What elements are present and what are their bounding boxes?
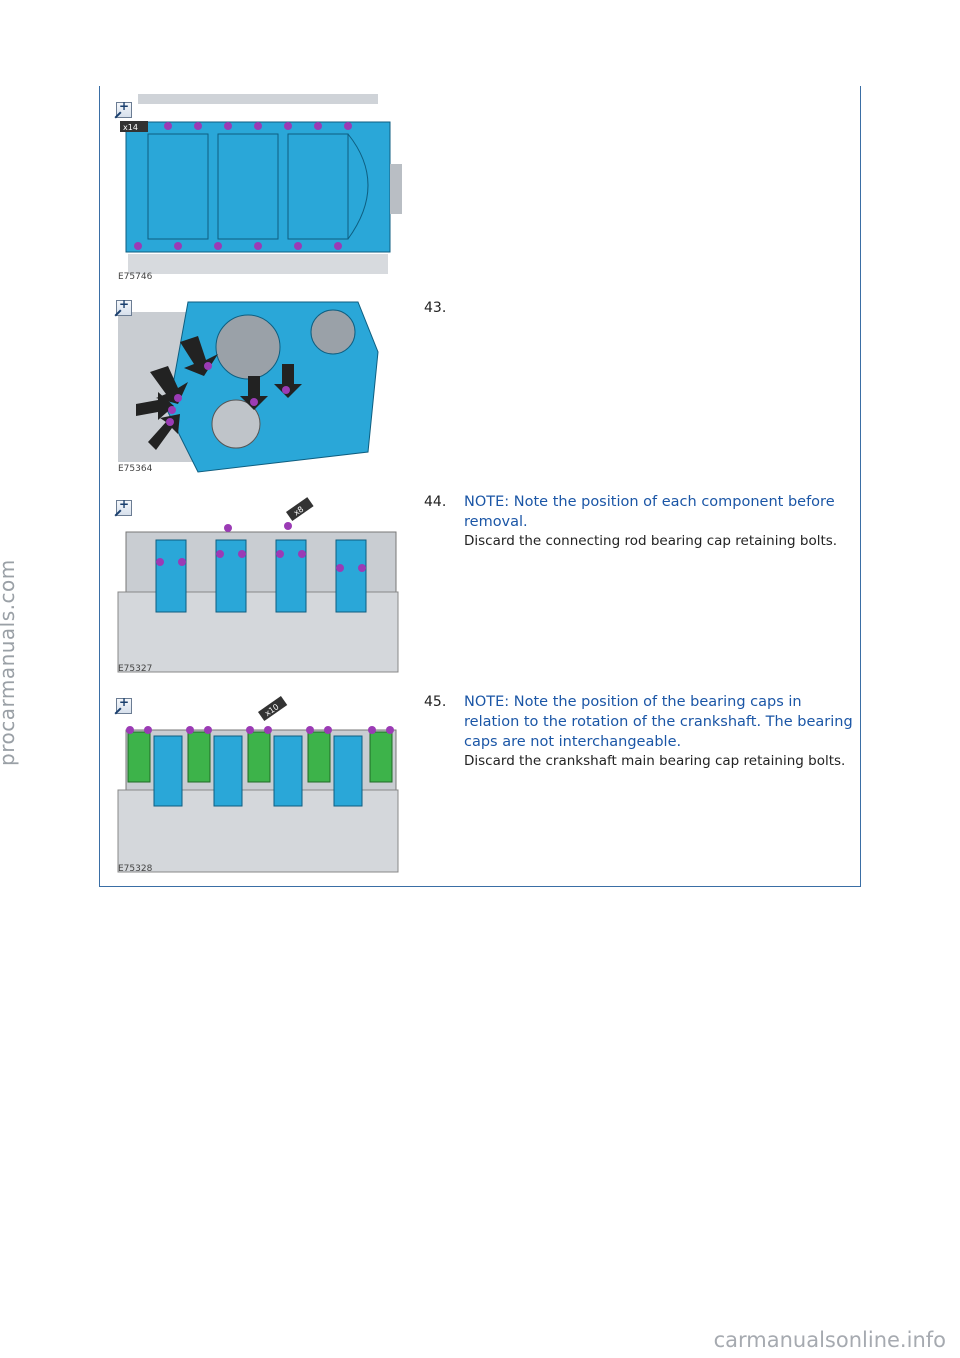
procedure-row-1: x14 E75746 <box>100 86 860 282</box>
figure-3[interactable]: x8 E75327 <box>108 492 404 678</box>
zoom-icon[interactable] <box>116 497 132 516</box>
step-number: 45. <box>424 694 447 710</box>
step-text: NOTE: Note the position of each componen… <box>464 492 854 551</box>
bottom-watermark: carmanualsonline.info <box>713 1328 946 1352</box>
front-cover-illustration <box>118 301 379 473</box>
callout-count: x14 <box>123 123 138 132</box>
step-number: 44. <box>424 494 447 510</box>
procedure-row-4: x10 E75328 45. NOTE: Note the position o… <box>100 686 860 882</box>
step-number: 43. <box>424 300 447 316</box>
step-body: Discard the crankshaft main bearing cap … <box>464 753 846 769</box>
figure-4[interactable]: x10 E75328 <box>108 690 404 878</box>
step-note: NOTE: Note the position of the bearing c… <box>464 694 853 750</box>
figure-code: E75746 <box>118 272 153 282</box>
figure-1[interactable]: x14 E75746 <box>108 94 404 282</box>
zoom-icon[interactable] <box>116 695 132 714</box>
connecting-rod-illustration: x8 <box>117 497 399 673</box>
figure-2[interactable]: E75364 <box>108 292 404 478</box>
zoom-icon[interactable] <box>116 297 132 316</box>
figure-code: E75364 <box>118 464 153 474</box>
figure-code: E75328 <box>118 864 153 874</box>
procedure-table: x14 E75746 <box>99 86 861 887</box>
figure-code: E75327 <box>118 664 153 674</box>
step-note: NOTE: Note the position of each componen… <box>464 494 835 530</box>
step-body: Discard the connecting rod bearing cap r… <box>464 533 838 549</box>
main-bearing-illustration: x10 <box>117 695 399 873</box>
procedure-row-3: x8 E75327 44. NOTE: Note the position of… <box>100 486 860 682</box>
side-watermark: procarmanuals.com <box>0 559 19 766</box>
oil-pan-illustration: x14 <box>120 94 402 274</box>
procedure-row-2: E75364 43. <box>100 286 860 482</box>
step-text: NOTE: Note the position of the bearing c… <box>464 692 854 771</box>
zoom-icon[interactable] <box>116 99 132 118</box>
